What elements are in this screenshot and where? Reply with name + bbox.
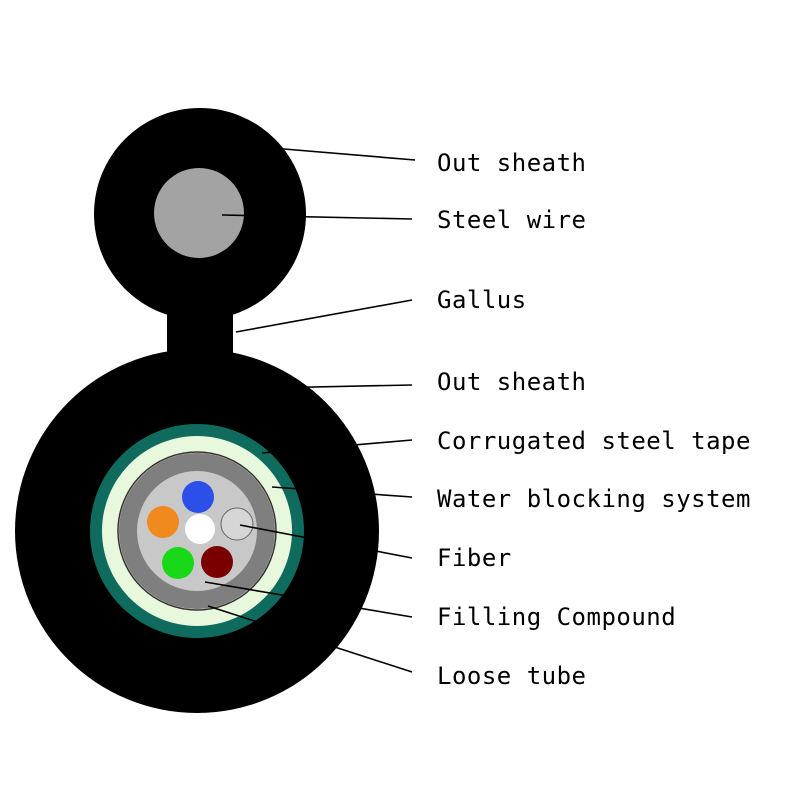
- leader-filling-compound: [204, 581, 413, 618]
- leader-fiber: [239, 524, 413, 559]
- label-out-sheath-main: Out sheath: [437, 368, 587, 396]
- label-loose-tube: Loose tube: [437, 662, 587, 690]
- fiber-green: [162, 547, 194, 579]
- leader-corrugated-steel-tape: [261, 439, 413, 454]
- fiber-orange: [147, 506, 179, 538]
- label-steel-wire: Steel wire: [437, 206, 587, 234]
- fiber-blue: [182, 481, 214, 513]
- leader-loose-tube: [207, 605, 413, 673]
- label-water-blocking-system: Water blocking system: [437, 485, 751, 513]
- fiber-red: [201, 546, 233, 578]
- label-out-sheath-top: Out sheath: [437, 149, 587, 177]
- leader-gallus: [235, 299, 413, 333]
- label-corrugated-steel-tape: Corrugated steel tape: [437, 427, 751, 455]
- water-blocking-outline: [117, 451, 277, 611]
- label-gallus: Gallus: [437, 286, 527, 314]
- label-filling-compound: Filling Compound: [437, 603, 676, 631]
- leader-out-sheath-main: [264, 384, 413, 389]
- fiber-gray: [220, 507, 254, 541]
- leader-out-sheath-top: [247, 145, 416, 161]
- fiber-white: [185, 514, 215, 544]
- steel-wire: [154, 168, 244, 258]
- leader-steel-wire: [221, 214, 413, 220]
- leader-water-blocking-system: [271, 486, 413, 498]
- label-fiber: Fiber: [437, 544, 512, 572]
